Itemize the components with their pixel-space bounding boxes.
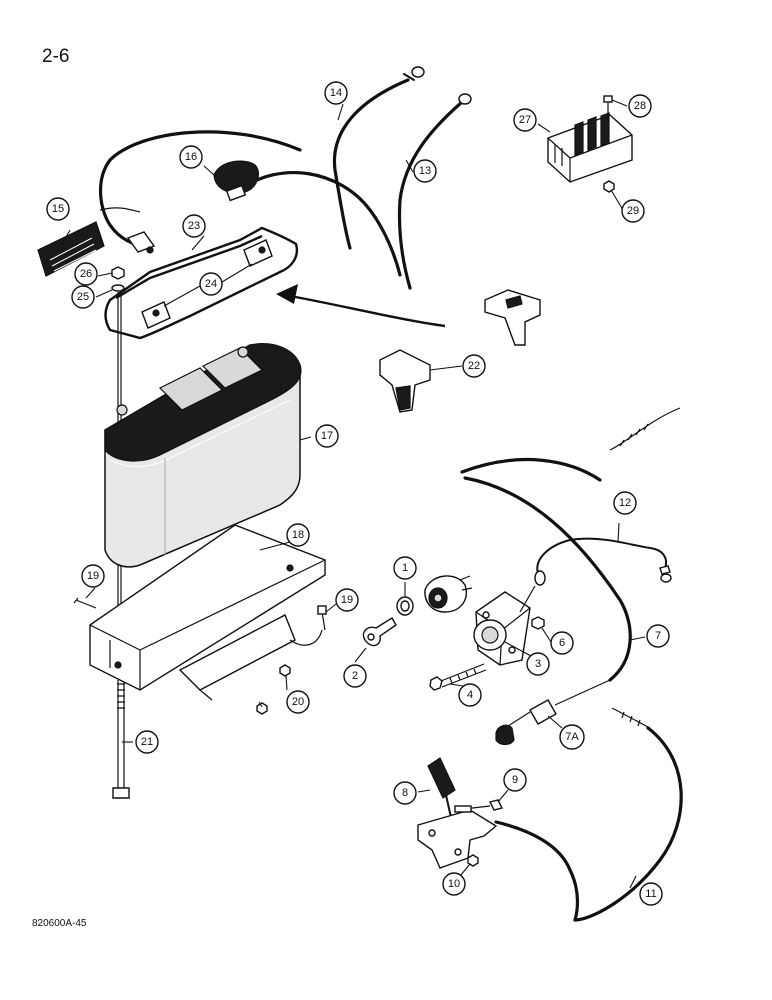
callout-11: 11: [639, 882, 663, 906]
callout-8: 8: [393, 781, 417, 805]
callout-28-label: 28: [634, 100, 646, 112]
ignition-switch: [362, 575, 473, 647]
battery: [104, 343, 302, 568]
callout-9-label: 9: [512, 774, 518, 786]
callout-22-label: 22: [468, 360, 480, 372]
callout-15: 15: [46, 197, 70, 221]
battery-tray: [89, 524, 326, 701]
callout-16-label: 16: [185, 151, 197, 163]
callout-11-label: 11: [645, 888, 656, 900]
callout-20-label: 20: [292, 696, 304, 708]
callout-19-left-label: 19: [87, 570, 99, 582]
tray-bolts: [73, 597, 327, 646]
callout-27: 27: [513, 108, 537, 132]
callout-25-label: 25: [77, 291, 89, 303]
terminal-cover: [213, 160, 259, 202]
callout-28: 28: [628, 94, 652, 118]
cable-clamp: [126, 231, 156, 254]
callout-13-label: 13: [419, 165, 431, 177]
callout-21: 21: [135, 730, 159, 754]
callout-18-label: 18: [292, 529, 304, 541]
callout-14: 14: [324, 81, 348, 105]
callout-23-label: 23: [188, 220, 200, 232]
callout-26-label: 26: [80, 268, 92, 280]
page-number: 2-6: [42, 46, 70, 67]
callout-2-label: 2: [352, 670, 358, 682]
callout-13: 13: [413, 159, 437, 183]
callout-10-label: 10: [448, 878, 460, 890]
light-switch: [429, 591, 545, 691]
callout-3-label: 3: [535, 658, 541, 670]
callout-12-label: 12: [619, 497, 631, 509]
callout-6-label: 6: [559, 637, 565, 649]
callout-3: 3: [526, 652, 550, 676]
tray-nuts: [256, 664, 291, 715]
callout-6: 6: [550, 631, 574, 655]
callout-20: 20: [286, 690, 310, 714]
harness: [519, 537, 672, 613]
callout-22: 22: [462, 354, 486, 378]
callout-29-label: 29: [627, 205, 639, 217]
callout-24-label: 24: [205, 278, 217, 290]
callout-7: 7: [646, 624, 670, 648]
callout-29: 29: [621, 199, 645, 223]
leader-lines: [61, 99, 646, 889]
callout-8-label: 8: [402, 787, 408, 799]
callout-24: 24: [199, 272, 223, 296]
foot-pedal: [417, 757, 504, 869]
callout-4-label: 4: [467, 689, 473, 701]
mounting-brackets: [379, 289, 541, 413]
callout-7a: 7A: [559, 724, 585, 750]
callout-14-label: 14: [330, 87, 342, 99]
callout-17: 17: [315, 424, 339, 448]
callout-2: 2: [343, 664, 367, 688]
callout-16: 16: [179, 145, 203, 169]
governor-cable: [494, 707, 683, 922]
callout-1: 1: [393, 556, 417, 580]
callout-25: 25: [71, 285, 95, 309]
callout-19-right: 19: [335, 588, 359, 612]
callout-27-label: 27: [519, 114, 531, 126]
callout-17-label: 17: [321, 430, 333, 442]
callout-9: 9: [503, 768, 527, 792]
callout-7-label: 7: [655, 630, 661, 642]
warning-decal: [37, 221, 105, 277]
callout-15-label: 15: [52, 203, 64, 215]
callout-21-label: 21: [141, 736, 153, 748]
callout-10: 10: [442, 872, 466, 896]
callout-12: 12: [613, 491, 637, 515]
callout-26: 26: [74, 262, 98, 286]
callout-18: 18: [286, 523, 310, 547]
hold-down-clamps: [141, 239, 273, 329]
callout-19-left: 19: [81, 564, 105, 588]
voltage-regulator: [547, 95, 633, 193]
callout-19-right-label: 19: [341, 594, 353, 606]
assembly-arrow: [276, 284, 446, 328]
callout-23: 23: [182, 214, 206, 238]
figure-code: 820600A-45: [32, 918, 87, 929]
hold-down-frame: [104, 226, 299, 340]
callout-7a-label: 7A: [565, 731, 579, 743]
throttle-cable: [460, 407, 681, 746]
battery-cables: [98, 66, 472, 290]
callout-4: 4: [458, 683, 482, 707]
callout-1-label: 1: [402, 562, 408, 574]
